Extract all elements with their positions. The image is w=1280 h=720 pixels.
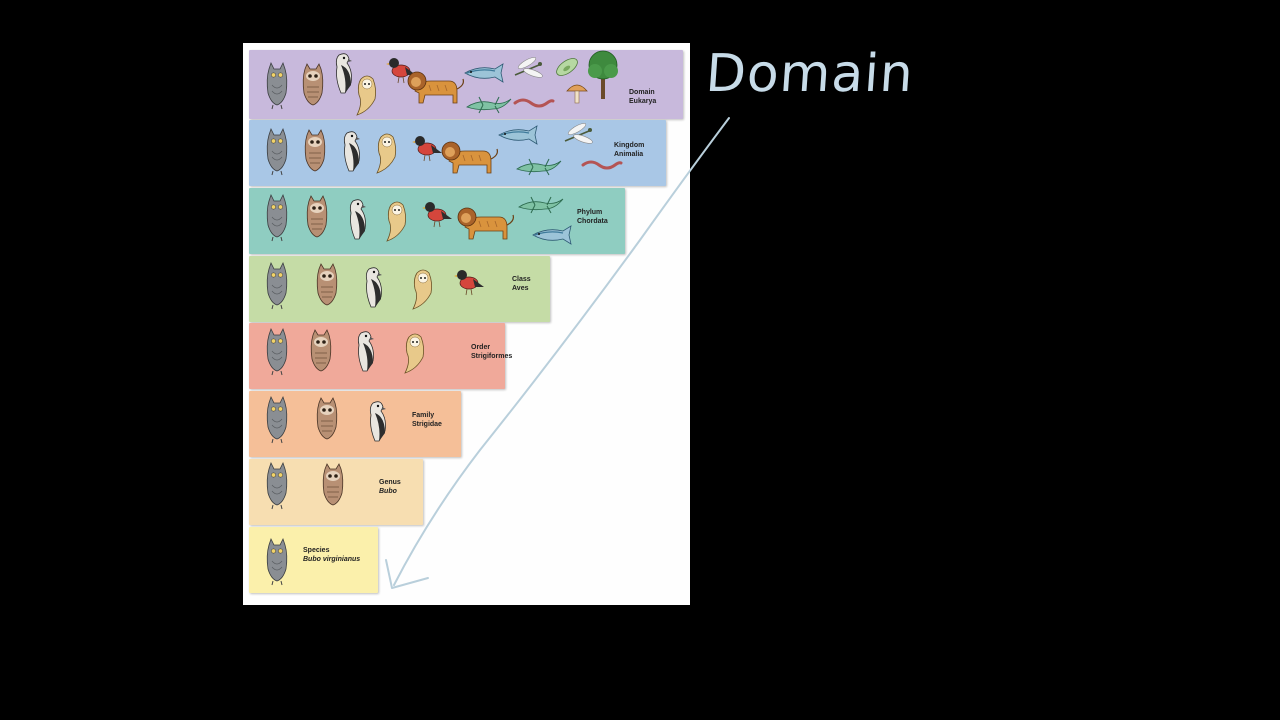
brown-owl-icon [316,263,338,306]
robin-icon [453,269,485,296]
row-species-animals [266,538,288,586]
great-horned-owl-icon [266,462,288,510]
worm-icon [513,98,555,108]
great-horned-owl-icon [266,128,288,176]
row-domain-animals [266,50,619,116]
fish-icon [532,225,572,245]
hawk-icon [365,267,383,308]
taxonomy-diagram: Domain Eukarya Kingdom Animalia Phylum C… [243,43,690,605]
hawk-icon [343,131,361,172]
barn-owl-icon [356,75,377,116]
lizard-icon [466,96,512,114]
row-class-animals [266,262,485,310]
barn-owl-icon [376,133,397,174]
hawk-icon [349,199,367,240]
rank-label-domain: Domain Eukarya [629,88,656,106]
handwritten-domain-label: Domain [703,44,916,104]
dragonfly-icon [514,54,545,81]
row-genus-animals [266,462,344,510]
robin-icon [411,135,443,162]
animal-illustrations [266,50,623,586]
paramecium-icon [553,54,581,80]
rank-taxon: Bubo virginianus [303,556,361,563]
brown-owl-icon [310,329,332,372]
fish-icon [498,125,538,145]
robin-icon [421,201,453,228]
barn-owl-icon [386,201,407,242]
lizard-icon [518,196,564,214]
great-horned-owl-icon [266,538,288,586]
row-phylum-animals [266,194,572,245]
great-horned-owl-icon [266,62,288,110]
lion-icon [407,71,464,104]
brown-owl-icon [302,63,324,106]
brown-owl-icon [322,463,344,506]
rank-label-genus: Genus Bubo [379,478,401,496]
row-kingdom-animals [266,120,623,176]
rank-name: Genus [379,479,401,486]
brown-owl-icon [306,195,328,238]
dragonfly-icon [564,120,595,147]
barn-owl-icon [404,333,425,374]
brown-owl-icon [304,129,326,172]
brown-owl-icon [316,397,338,440]
lion-icon [457,207,515,240]
hawk-icon [357,331,375,372]
row-order-animals [266,328,425,376]
rank-label-species: Species Bubo virginianus [303,546,360,564]
great-horned-owl-icon [266,194,288,242]
row-family-animals [266,396,387,444]
fish-icon [464,63,504,83]
hawk-icon [335,53,353,94]
rank-taxon: Eukarya [629,98,657,105]
tree-icon [587,50,619,100]
rank-name: Species [303,547,330,554]
great-horned-owl-icon [266,262,288,310]
mushroom-icon [566,84,588,104]
barn-owl-icon [412,269,433,310]
rank-name: Domain [629,89,655,96]
great-horned-owl-icon [266,396,288,444]
great-horned-owl-icon [266,328,288,376]
lizard-icon [516,158,562,176]
hawk-icon [369,401,387,442]
lion-icon [441,141,498,174]
worm-icon [581,160,623,170]
rank-taxon: Bubo [379,488,397,495]
